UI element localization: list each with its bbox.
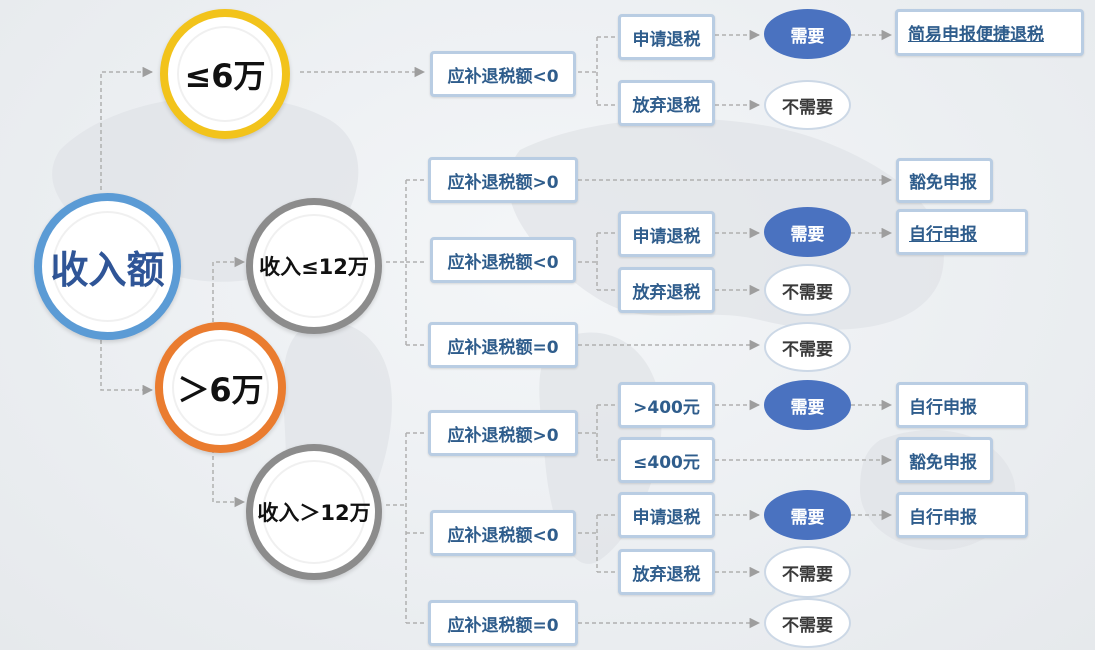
gt12-le400-box: ≤400元 [618, 437, 715, 483]
gt12-apply-result: 自行申报 [896, 492, 1028, 538]
gt12-waive-box: 放弃退税 [618, 549, 715, 595]
gt12-apply-box: 申请退税 [618, 492, 715, 538]
gt12-apply-need: 需要 [764, 490, 851, 540]
le12-zero-need: 不需要 [764, 322, 851, 372]
le6-node: ≤6万 [160, 9, 290, 139]
income-node: 收入额 [34, 193, 181, 340]
le6-apply-box: 申请退税 [618, 14, 715, 60]
le12-waive-box: 放弃退税 [618, 267, 715, 313]
le12-apply-box: 申请退税 [618, 211, 715, 257]
le6-apply-need: 需要 [764, 9, 851, 59]
gt12-gt400-need: 需要 [764, 380, 851, 430]
gt6-node: ＞6万 [155, 322, 286, 453]
le12-apply-result: 自行申报 [896, 209, 1028, 255]
gt12-gt400-result: 自行申报 [896, 382, 1028, 428]
le12-pos-balance-box: 应补退税额>0 [428, 157, 578, 203]
gt12-neg-balance-box: 应补退税额<0 [430, 510, 576, 556]
le12-neg-balance-box: 应补退税额<0 [430, 237, 576, 283]
le6-waive-box: 放弃退税 [618, 80, 715, 126]
gt12-le400-result: 豁免申报 [896, 437, 993, 483]
le12-pos-result: 豁免申报 [896, 158, 993, 203]
le6-balance-box: 应补退税额<0 [430, 51, 576, 97]
le12-apply-need: 需要 [764, 207, 851, 257]
le12-waive-need: 不需要 [764, 264, 851, 316]
le6-apply-result: 简易申报便捷退税 [895, 9, 1084, 56]
gt12-pos-balance-box: 应补退税额>0 [428, 410, 578, 456]
gt12-waive-need: 不需要 [764, 546, 851, 598]
gt12-gt400-box: >400元 [618, 382, 715, 428]
le6-waive-need: 不需要 [764, 80, 851, 130]
gt12-node: 收入＞12万 [246, 444, 382, 580]
gt12-zero-balance-box: 应补退税额=0 [428, 600, 578, 646]
le12-zero-balance-box: 应补退税额=0 [428, 322, 578, 368]
gt12-zero-need: 不需要 [764, 598, 851, 648]
connectors [100, 29, 893, 629]
le12-node: 收入≤12万 [246, 198, 382, 334]
